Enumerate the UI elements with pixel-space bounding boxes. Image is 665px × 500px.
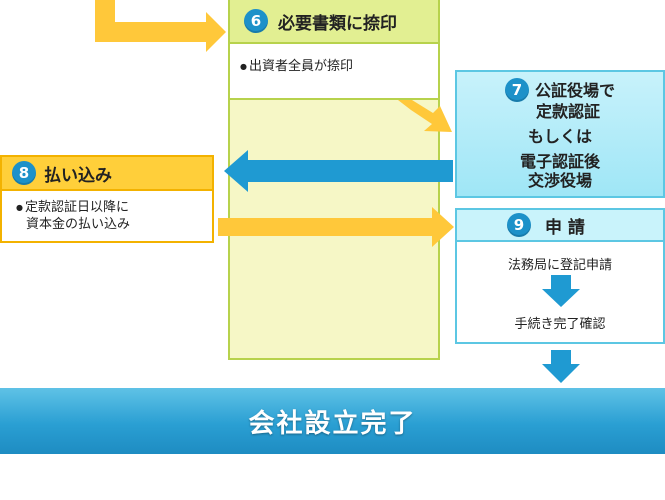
step6-title: 必要書類に捺印 xyxy=(278,13,397,34)
step6-body: ● 出資者全員が捺印 xyxy=(228,44,440,100)
step9-number-badge: 9 xyxy=(507,213,531,237)
arrow-step8-to-step9 xyxy=(218,207,454,247)
step8-title: 払い込み xyxy=(44,165,112,186)
step8-bullet-line1: 定款認証日以降に xyxy=(24,200,129,215)
step8-header: 8 払い込み xyxy=(0,155,214,191)
step8-bullet-line2: 資本金の払い込み xyxy=(26,217,131,232)
arrow-to-final xyxy=(542,350,580,383)
step6-header: 6 必要書類に捺印 xyxy=(228,0,440,44)
step6-bullet: 出資者全員が捺印 xyxy=(248,59,353,74)
step9-item2: 手続き完了確認 xyxy=(514,317,606,332)
arrow-to-step6 xyxy=(95,0,226,52)
step9-header: 9 申 請 xyxy=(455,208,665,242)
step6-number-badge: 6 xyxy=(244,9,268,33)
step8-number-badge: 8 xyxy=(12,161,36,185)
step8-body: ● 定款認証日以降に 資本金の払い込み xyxy=(0,191,214,243)
final-banner-label: 会社設立完了 xyxy=(248,408,417,439)
step7-box xyxy=(455,70,665,198)
step7-line3: もしくは xyxy=(527,127,592,146)
step7-line2: 定款認証 xyxy=(535,102,600,121)
step9-title: 申 請 xyxy=(545,217,585,238)
step9-item1: 法務局に登記申請 xyxy=(507,258,612,273)
step7-number-badge: 7 xyxy=(504,78,529,102)
arrow-down-in-step9 xyxy=(542,275,580,307)
step7-line5: 交渉役場 xyxy=(527,171,592,190)
step7-content: 7 公証役場で 定款認証 もしくは 電子認証後 交渉役場 xyxy=(455,78,665,190)
final-banner: 会社設立完了 xyxy=(0,388,665,454)
arrow-step7-to-step8 xyxy=(224,150,453,192)
bullet-icon: ● xyxy=(16,203,23,212)
step7-line1: 公証役場で xyxy=(534,80,615,100)
arrow-step6-to-step7 xyxy=(398,100,452,132)
bullet-icon: ● xyxy=(240,62,247,71)
step7-line4: 電子認証後 xyxy=(519,152,600,171)
